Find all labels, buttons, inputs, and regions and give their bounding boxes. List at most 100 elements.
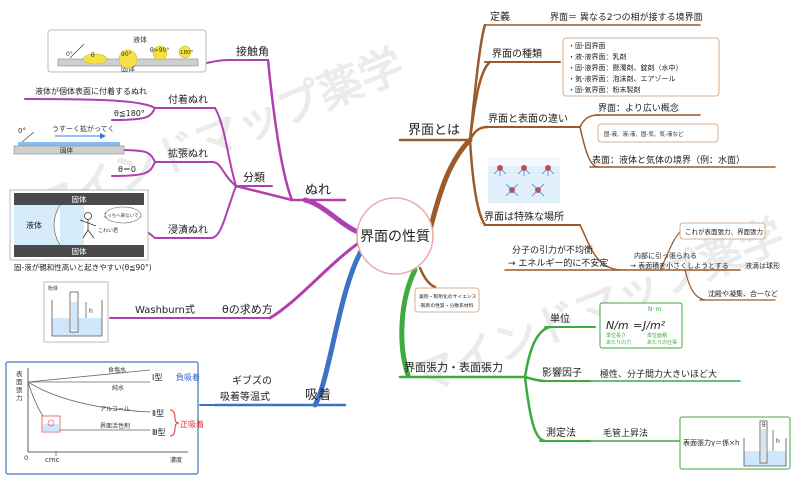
link-center-pharma bbox=[418, 266, 437, 289]
immersion-caption: 固-液が親和性高いと起きやすい(θ≦90°) bbox=[14, 262, 152, 272]
unit-lhs: N/m bbox=[606, 319, 629, 332]
angle-theta: θ bbox=[91, 52, 95, 59]
angle-90: 90° bbox=[121, 51, 132, 58]
types-box: ・固-固界面 ・液-液界面：乳剤 ・固-液界面：懸濁剤、錠剤（水中） ・気-液界… bbox=[562, 37, 720, 97]
contact-liquid-label: 液体 bbox=[133, 35, 147, 44]
note-box: これが表面張力、界面張力 bbox=[679, 222, 766, 240]
x-label: 濃度 bbox=[170, 456, 182, 464]
spread-label[interactable]: 拡張ぬれ bbox=[168, 147, 208, 160]
spread-figure: 0° うすーく拡がってく 固体 bbox=[13, 124, 125, 155]
special-label[interactable]: 界面は特殊な場所 bbox=[484, 210, 564, 223]
unit-lhs-note-1: 単位長さ bbox=[606, 332, 626, 339]
unit-rhs: J/m² bbox=[641, 319, 666, 332]
spread-desc: うすーく拡がってく bbox=[52, 124, 114, 133]
spread-solid-label: 固体 bbox=[60, 146, 74, 155]
types-label[interactable]: 界面の種類 bbox=[492, 47, 542, 60]
center-title: 界面の性質 bbox=[360, 229, 430, 245]
line-alcohol-label: アルコール bbox=[100, 406, 130, 413]
diff-examples: 固-液、液-液、固-気、気-液など bbox=[604, 130, 684, 138]
type-3: Ⅲ型 bbox=[152, 428, 166, 437]
positive-brace bbox=[169, 409, 180, 437]
surfactant-beaker-icon bbox=[41, 415, 61, 433]
link-contact-figure bbox=[204, 59, 231, 64]
gibbs-line-2[interactable]: 吸着等温式 bbox=[220, 390, 270, 403]
link-diff-interface bbox=[579, 114, 601, 128]
center-node[interactable]: 界面の性質 bbox=[356, 197, 434, 275]
link-special-imbalance bbox=[579, 224, 621, 271]
immersion-figure: 固体 液体 固体 こっちへ来ないで… こわい君 bbox=[9, 189, 149, 261]
type-item-5: ・固-気界面：粉末製剤 bbox=[568, 85, 641, 94]
interface-title[interactable]: 界面とは bbox=[408, 123, 460, 138]
spread-angle: 0° bbox=[18, 127, 26, 135]
spread-condition: θ＝0 bbox=[118, 165, 136, 174]
immersion-label[interactable]: 浸漬ぬれ bbox=[168, 223, 208, 236]
capillary-column bbox=[761, 429, 766, 462]
washburn-powder bbox=[71, 302, 77, 330]
special-figure bbox=[488, 157, 560, 203]
interface-branch: 界面とは 定義 界面＝ 異なる2つの相が接する境界面 界面の種類 界面と表面の違… bbox=[408, 10, 780, 298]
definition-label[interactable]: 定義 bbox=[490, 10, 510, 23]
immersion-solid-bottom-label: 固体 bbox=[72, 246, 87, 256]
type-item-4: ・気-液界面：泡沫剤、エアゾール bbox=[568, 74, 676, 83]
washburn-beaker bbox=[51, 300, 103, 337]
link-center-theta bbox=[268, 238, 365, 320]
wet-title[interactable]: ぬれ bbox=[305, 183, 331, 198]
y-label-3: 張 bbox=[16, 386, 23, 394]
link-tension-unit bbox=[523, 325, 552, 379]
link-inward-note bbox=[659, 231, 681, 271]
person-icon bbox=[79, 212, 97, 239]
negative-adsorption: 負吸着 bbox=[176, 372, 200, 382]
droplet-over-90 bbox=[152, 45, 168, 61]
washburn-label[interactable]: Washburn式 bbox=[135, 303, 195, 316]
link-classify-adhesion bbox=[214, 107, 237, 187]
contact-solid-label: 固体 bbox=[121, 64, 135, 73]
y-label-2: 面 bbox=[16, 378, 23, 386]
capillary-label[interactable]: 毛管上昇法 bbox=[603, 427, 648, 439]
inward-line-1: 内部に引っ張られる bbox=[634, 251, 697, 260]
adhesion-label[interactable]: 付着ぬれ bbox=[168, 93, 208, 106]
adsorption-title[interactable]: 吸着 bbox=[305, 387, 331, 403]
imbalance-line-2: → エネルギー的に不安定 bbox=[508, 257, 608, 269]
x-origin: 0 bbox=[24, 454, 28, 462]
unit-label[interactable]: 単位 bbox=[550, 312, 570, 325]
droplet-90 bbox=[118, 49, 138, 69]
connectors bbox=[24, 23, 776, 443]
measure-label[interactable]: 測定法 bbox=[546, 426, 576, 439]
link-adhesion-cond bbox=[111, 107, 156, 121]
x-cmc: cmc bbox=[45, 456, 60, 464]
immersion-liquid-label: 液体 bbox=[26, 220, 42, 230]
diff-label[interactable]: 界面と表面の違い bbox=[488, 112, 568, 125]
capillary-theta: θ bbox=[762, 422, 766, 429]
angle-180: 180° bbox=[180, 50, 193, 56]
adsorption-branch: 吸着 ギブズの 吸着等温式 bbox=[220, 374, 331, 403]
immersion-solid-top bbox=[14, 193, 144, 205]
contact-angle-label[interactable]: 接触角 bbox=[236, 44, 269, 58]
y-label-4: 力 bbox=[16, 393, 23, 402]
link-center-interface bbox=[427, 137, 473, 233]
line-water-label: 純水 bbox=[112, 384, 124, 392]
link-center-tension bbox=[399, 267, 418, 378]
link-adhesion-desc bbox=[24, 98, 156, 109]
tension-title[interactable]: 界面張力・表面張力 bbox=[404, 360, 503, 374]
line-surfactant-label: 界面活性剤 bbox=[100, 422, 130, 430]
link-wet-contact bbox=[266, 58, 294, 202]
immersion-liquid bbox=[14, 205, 84, 245]
unit-figure: N･m N/m = J/m² 単位長さ あたりの力 単位面積 あたりの仕事 bbox=[599, 302, 683, 349]
wet-branch: ぬれ 接触角 分類 付着ぬれ 液体が個体表面に付着するぬれ θ≦180° 拡張ぬ… bbox=[14, 44, 331, 316]
positive-adsorption: 正吸着 bbox=[180, 419, 204, 429]
y-label-1: 表 bbox=[16, 369, 23, 378]
immersion-bubble-text: こっちへ来ないで… bbox=[103, 212, 143, 219]
immersion-solid-top-label: 固体 bbox=[72, 194, 87, 204]
contact-angle-figure: 固体 液体 0° θ 90° θ>90° 180° bbox=[47, 29, 207, 73]
gibbs-line-1[interactable]: ギブズの bbox=[232, 374, 272, 387]
angle-0: 0° bbox=[66, 51, 73, 58]
link-center-adsorption bbox=[312, 242, 368, 408]
link-classify-spread bbox=[211, 161, 237, 187]
classification-label[interactable]: 分類 bbox=[243, 171, 265, 184]
pharma-line-1: 薬剤・製剤化のサイエンス bbox=[419, 293, 477, 300]
theta-method-label[interactable]: θの求め方 bbox=[222, 302, 273, 316]
link-inward-result bbox=[684, 269, 706, 301]
inward-line-2: → 表面積を小さくしようとする bbox=[630, 261, 729, 270]
factor-label[interactable]: 影響因子 bbox=[542, 366, 582, 379]
immersion-person-label: こわい君 bbox=[98, 227, 118, 234]
